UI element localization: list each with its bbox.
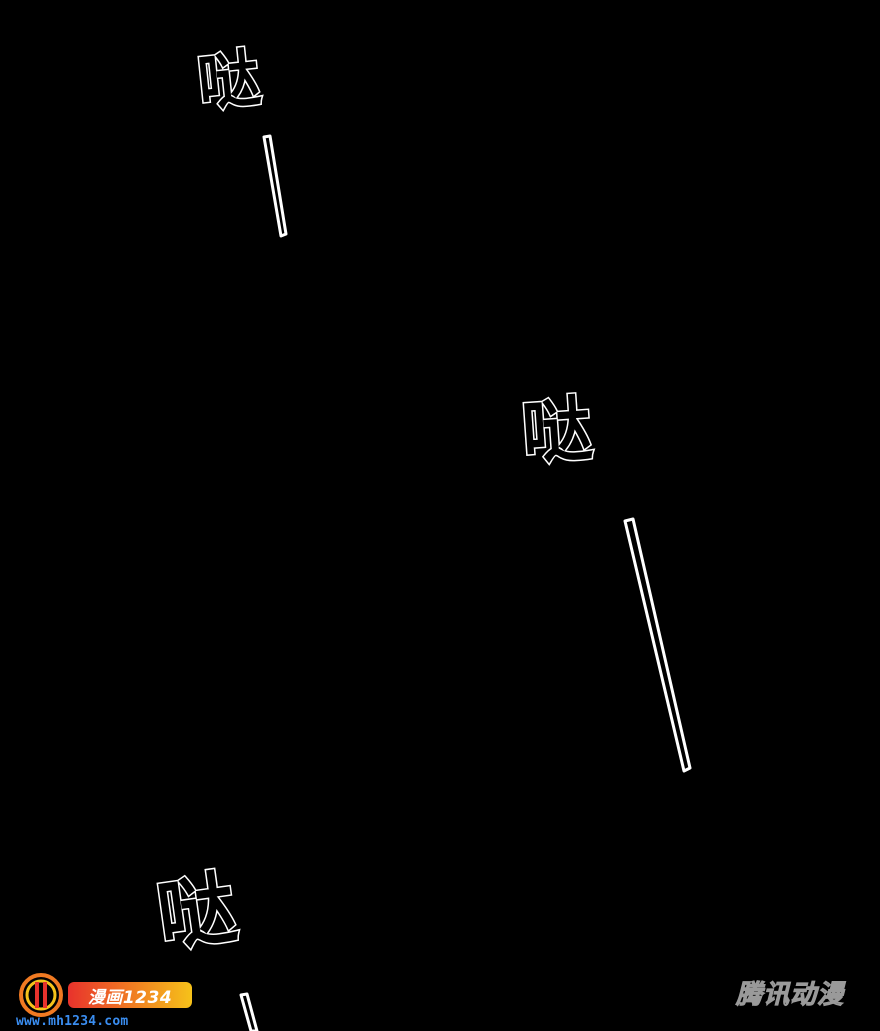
site-logo-icon	[19, 973, 63, 1017]
speed-streak	[262, 134, 288, 238]
site-badge: 漫画1234	[68, 982, 192, 1008]
site-url: www.mh1234.com	[16, 1014, 129, 1029]
sound-effect-text: 哒	[151, 862, 242, 965]
speed-streak	[239, 992, 259, 1031]
speed-streak	[623, 517, 692, 773]
sound-effect-text: 哒	[193, 40, 263, 122]
sound-effect-text: 哒	[518, 386, 595, 476]
site-watermark: 漫画1234 www.mh1234.com	[16, 972, 206, 1030]
publisher-watermark: 腾讯动漫	[735, 979, 844, 1010]
